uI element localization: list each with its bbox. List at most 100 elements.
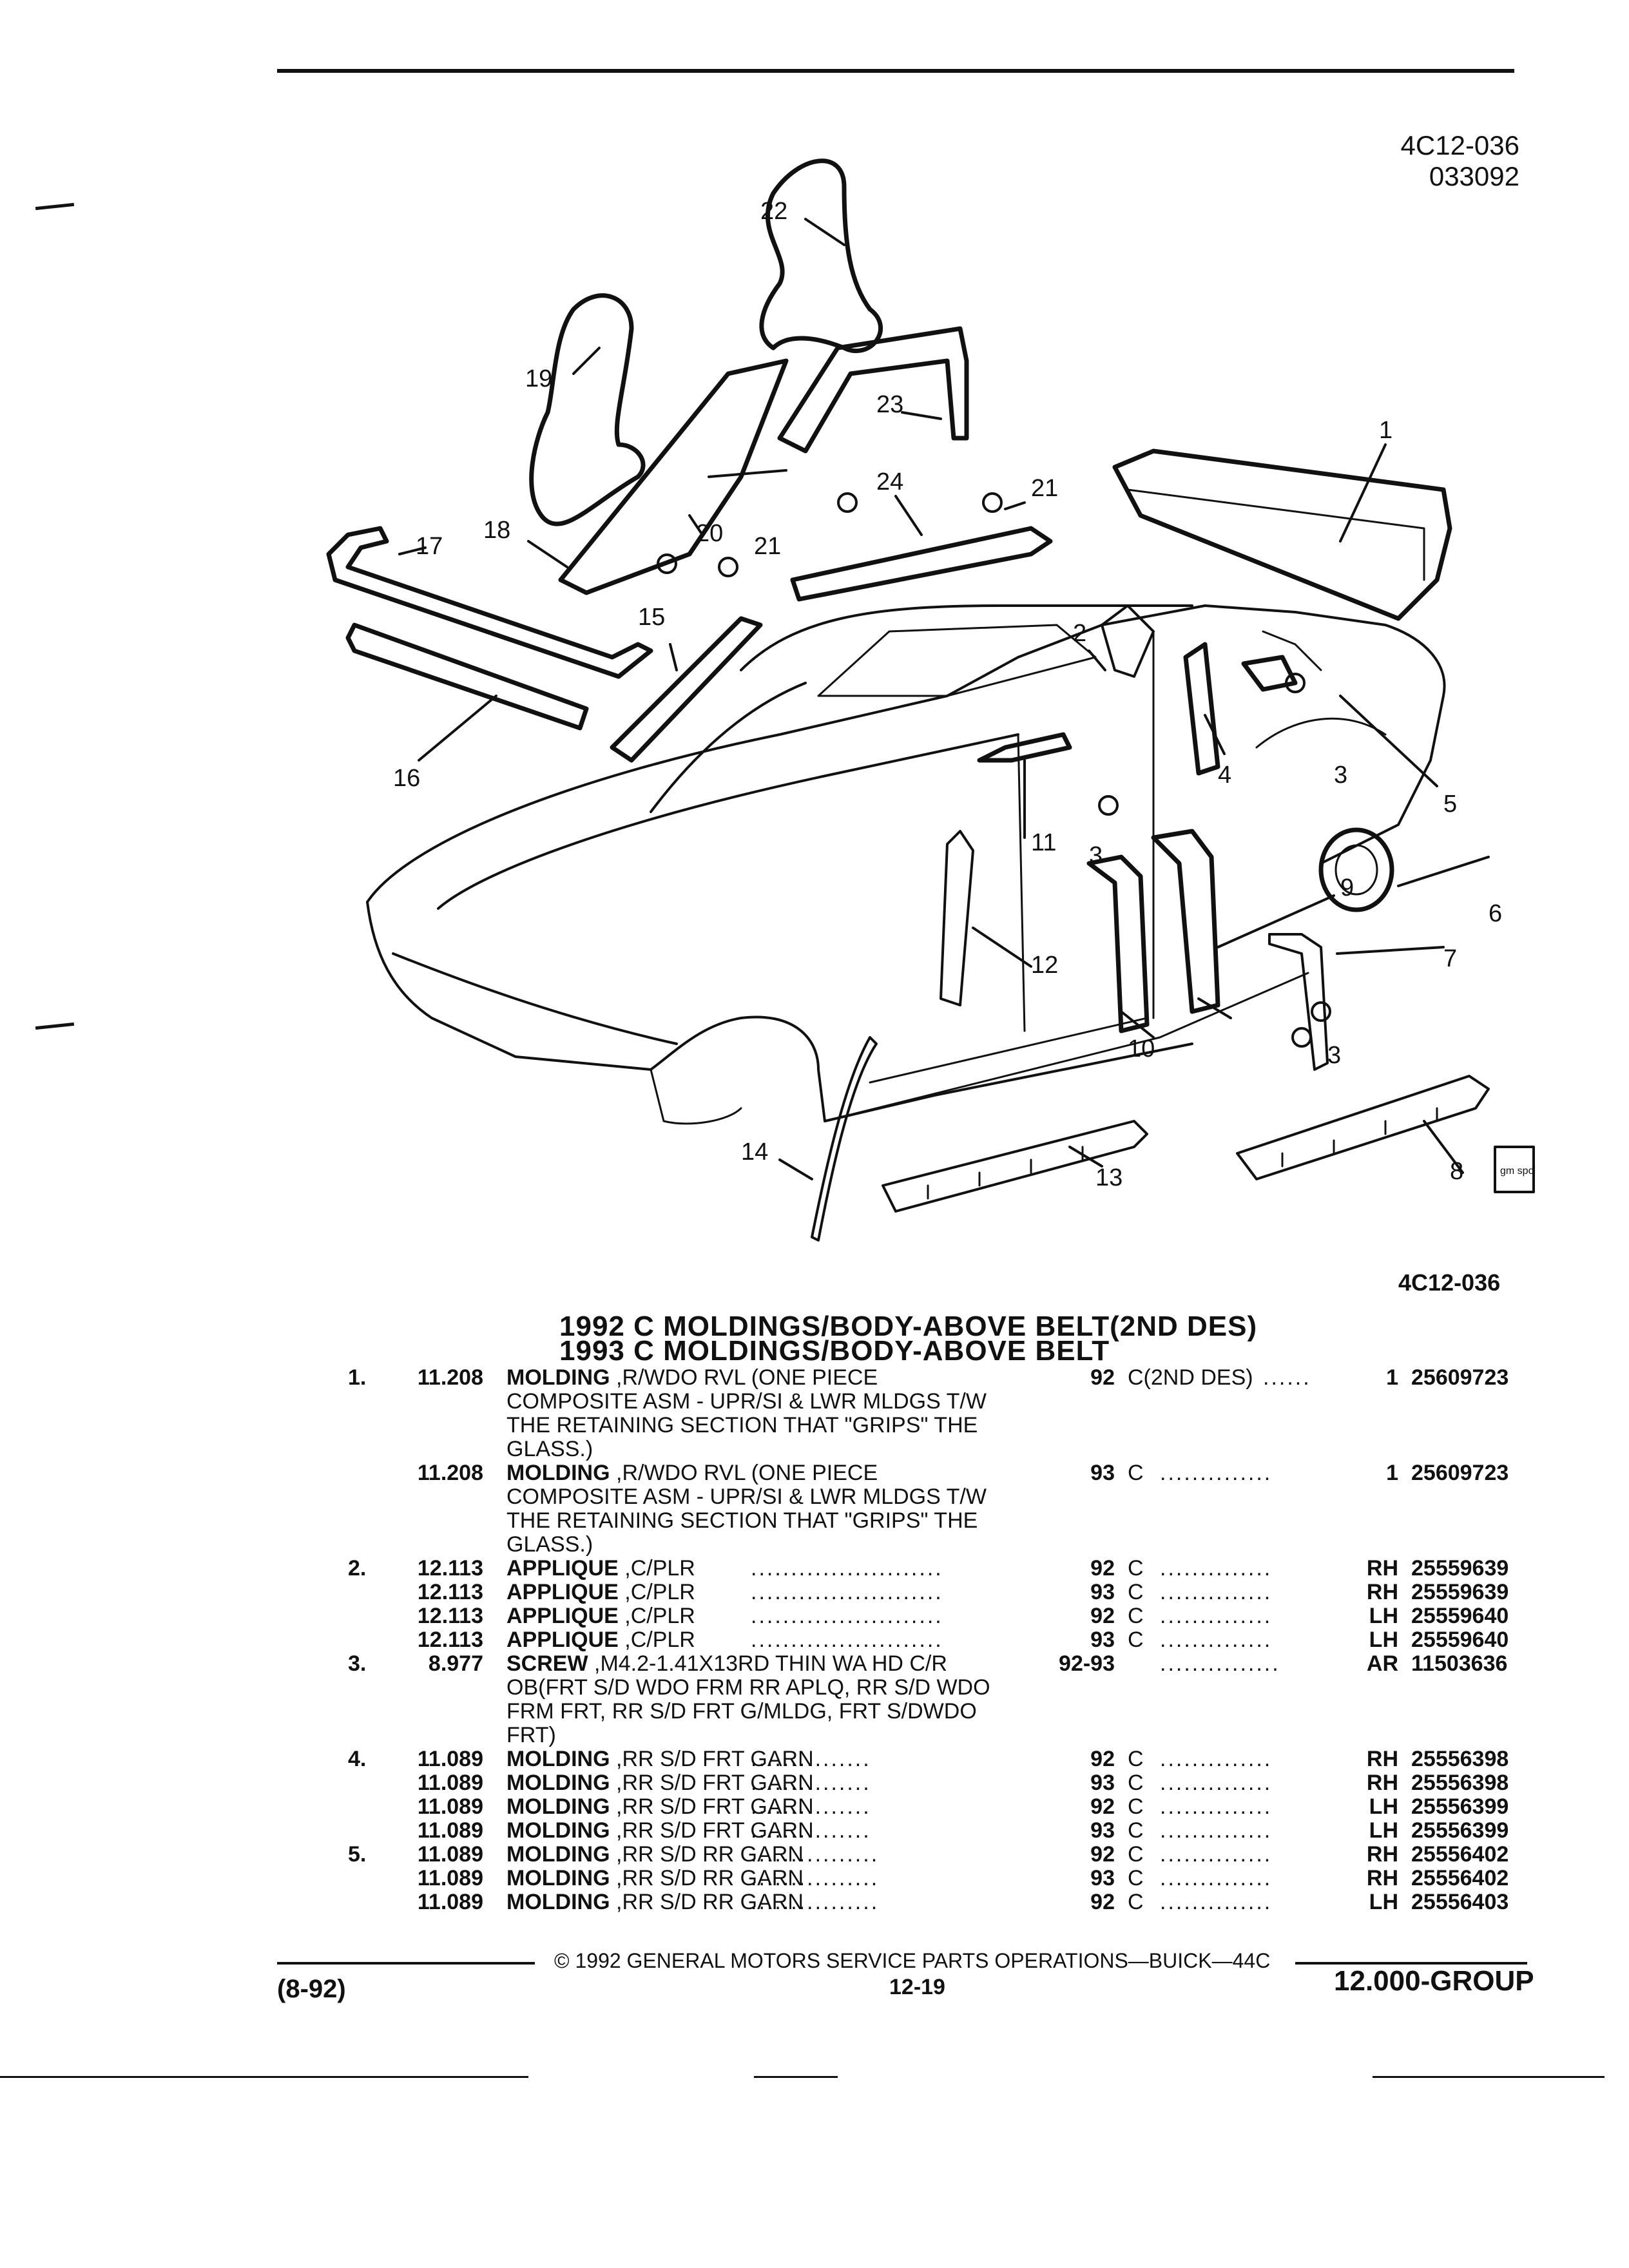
part-description: THE RETAINING SECTION THAT "GRIPS" THE: [506, 1414, 978, 1437]
part-description: THE RETAINING SECTION THAT "GRIPS" THE: [506, 1509, 978, 1533]
part-desc-text: FRT): [506, 1723, 556, 1747]
part-22-seal: [759, 159, 883, 354]
footer-page: 12-19: [889, 1975, 945, 1999]
leader-dots: ...............: [1160, 1652, 1280, 1676]
leader-dots: ..............: [1160, 1890, 1273, 1914]
part-description: MOLDING ,RR S/D RR GARN: [506, 1867, 804, 1890]
fastener-3: [1311, 1001, 1331, 1022]
callout-3: 3: [1334, 762, 1347, 789]
part-4-rear-door-front-garnish: [1183, 642, 1220, 776]
callout-3: 3: [1089, 842, 1103, 869]
leader-dots: ................: [751, 1867, 880, 1890]
part-19-seal: [529, 293, 646, 526]
part-row: THE RETAINING SECTION THAT "GRIPS" THE: [0, 1414, 1629, 1437]
part-number: 25609723: [1411, 1461, 1509, 1485]
footer-rule-right: [1295, 1962, 1527, 1965]
part-qty: LH: [1369, 1890, 1398, 1914]
part-number: 25556402: [1411, 1842, 1509, 1867]
leader-dots: ..............: [1160, 1628, 1273, 1652]
part-year: 92: [1090, 1747, 1115, 1771]
part-year: 92-93: [1059, 1651, 1115, 1676]
part-name: MOLDING: [506, 1890, 610, 1914]
leader-dots: ........................: [751, 1628, 943, 1652]
part-key: 3.: [348, 1651, 367, 1676]
part-name: MOLDING: [506, 1794, 610, 1819]
leader-dots: ...............: [751, 1819, 871, 1843]
part-series: C: [1128, 1604, 1144, 1628]
part-2-c-pillar-applique: [1101, 604, 1155, 678]
part-name: MOLDING: [506, 1842, 610, 1867]
callout-6: 6: [1489, 900, 1502, 927]
part-group: 11.208: [417, 1461, 483, 1485]
part-15-molding: [610, 616, 763, 763]
part-series: C: [1128, 1556, 1144, 1581]
part-key: 2.: [348, 1556, 367, 1581]
part-desc-text: ,M4.2-1.41X13RD THIN WA HD C/R: [588, 1651, 947, 1676]
leader-dots: ..............: [1160, 1461, 1273, 1485]
part-description: APPLIQUE ,C/PLR: [506, 1604, 695, 1628]
part-series: C: [1128, 1628, 1144, 1652]
part-series: C: [1128, 1842, 1144, 1867]
callout-12: 12: [1031, 952, 1058, 979]
footer-copyright: © 1992 GENERAL MOTORS SERVICE PARTS OPER…: [554, 1949, 1271, 1972]
part-row: COMPOSITE ASM - UPR/SI & LWR MLDGS T/W: [0, 1485, 1629, 1509]
part-desc-text: OB(FRT S/D WDO FRM RR APLQ, RR S/D WDO: [506, 1675, 990, 1700]
part-row: GLASS.): [0, 1437, 1629, 1461]
part-description: FRT): [506, 1724, 556, 1747]
part-qty: RH: [1366, 1866, 1398, 1890]
part-group: 11.089: [417, 1771, 483, 1795]
bottom-scan-line: [754, 2076, 838, 2078]
callout-7: 7: [1443, 945, 1457, 972]
part-desc-text: COMPOSITE ASM - UPR/SI & LWR MLDGS T/W: [506, 1485, 987, 1509]
part-10-molding: [1086, 854, 1150, 1033]
part-description: APPLIQUE ,C/PLR: [506, 1581, 695, 1604]
part-group: 11.089: [417, 1866, 483, 1890]
part-description: MOLDING ,RR S/D RR GARN: [506, 1890, 804, 1914]
section-title: 1992 C MOLDINGS/BODY-ABOVE BELT(2ND DES)…: [559, 1311, 1258, 1367]
part-qty: RH: [1366, 1842, 1398, 1867]
part-description: MOLDING ,RR S/D RR GARN: [506, 1843, 804, 1867]
part-year: 93: [1090, 1818, 1115, 1843]
part-row: GLASS.): [0, 1533, 1629, 1557]
part-group: 12.113: [417, 1556, 483, 1581]
car-body-outline: [366, 604, 1446, 1125]
part-qty: 1: [1386, 1461, 1398, 1485]
callout-22: 22: [760, 198, 787, 225]
part-7-molding: [1268, 933, 1329, 1071]
part-year: 93: [1090, 1461, 1115, 1485]
part-23-frame: [777, 326, 969, 454]
callout-18: 18: [483, 517, 510, 544]
part-12-molding: [940, 830, 974, 1006]
part-number: 25559639: [1411, 1580, 1509, 1604]
part-desc-text: ,RR S/D RR GARN: [610, 1842, 804, 1867]
part-group: 11.089: [417, 1842, 483, 1867]
section-title-line1: 1992 C MOLDINGS/BODY-ABOVE BELT(2ND DES): [559, 1311, 1258, 1342]
part-year: 93: [1090, 1628, 1115, 1652]
fastener-21: [718, 557, 738, 577]
section-title-line2: 1993 C MOLDINGS/BODY-ABOVE BELT: [559, 1335, 1110, 1367]
callout-14: 14: [741, 1139, 768, 1166]
leader-dots: ......: [1263, 1366, 1311, 1390]
fastener-3: [1098, 795, 1119, 816]
leader-dots: ........................: [751, 1557, 943, 1581]
part-series: C: [1128, 1771, 1144, 1795]
part-name: SCREW: [506, 1651, 588, 1676]
part-number: 25559640: [1411, 1628, 1509, 1652]
fastener-21: [982, 492, 1003, 513]
fastener-3: [1291, 1027, 1312, 1048]
part-description: MOLDING ,RR S/D FRT GARN: [506, 1795, 814, 1819]
part-desc-text: GLASS.): [506, 1532, 593, 1557]
callout-11: 11: [1031, 829, 1056, 856]
part-qty: LH: [1369, 1628, 1398, 1652]
margin-mark: [35, 1022, 75, 1030]
part-group: 11.089: [417, 1747, 483, 1771]
part-series: C: [1128, 1747, 1144, 1771]
part-qty: LH: [1369, 1818, 1398, 1843]
part-number: 25556403: [1411, 1890, 1509, 1914]
